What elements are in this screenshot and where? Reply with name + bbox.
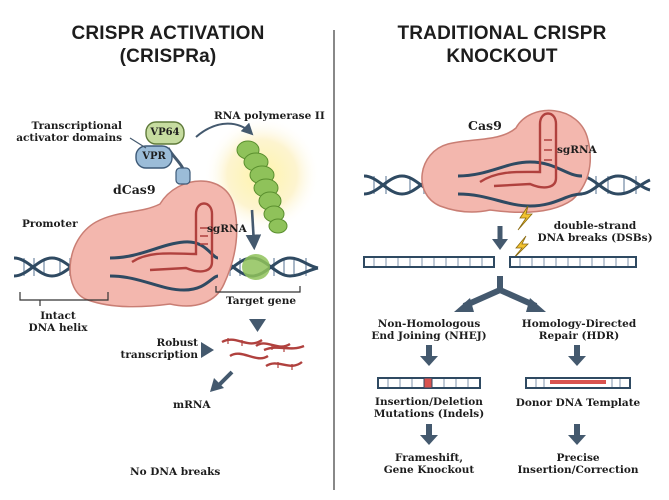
broken-dna [363, 256, 637, 268]
dsb-line2: DNA breaks (DSBs) [537, 232, 653, 244]
promoter-label: Promoter [22, 218, 78, 230]
ko-line1: Frameshift, [395, 452, 463, 464]
right-title-line2: KNOCKOUT [446, 46, 558, 67]
donor-dna [525, 377, 631, 389]
knockout-label: Frameshift, Gene Knockout [366, 452, 492, 476]
right-title-line1: TRADITIONAL CRISPR [397, 23, 607, 44]
precise-label: Precise Insertion/Correction [510, 452, 646, 476]
intact-dna-label: Intact DNA helix [22, 310, 94, 334]
left-sgrna-label: sgRNA [207, 223, 247, 235]
sgrna-hairpin-icon [479, 112, 558, 189]
activator-domains-label: Transcriptional activator domains [10, 120, 122, 144]
right-title: TRADITIONAL CRISPR KNOCKOUT [344, 22, 660, 68]
precise-line1: Precise [556, 452, 600, 464]
fork-arrow-icon [454, 276, 546, 312]
intact-line2: DNA helix [28, 322, 88, 334]
nhej-line1: Non-Homologous [377, 318, 481, 330]
left-title-line2: (CRISPRa) [119, 46, 217, 67]
dsb-line1: double-strand [553, 220, 637, 232]
rna-polymerase-icon [236, 140, 288, 234]
robust-line1: Robust [156, 337, 198, 349]
hdr-label: Homology-Directed Repair (HDR) [516, 318, 642, 342]
target-gene-label: Target gene [226, 295, 297, 307]
activator-label-line1: Transcriptional [31, 120, 122, 132]
precise-line2: Insertion/Correction [517, 464, 639, 476]
intact-line1: Intact [40, 310, 76, 322]
nhej-line2: End Joining (NHEJ) [371, 330, 487, 342]
mrna-strand-icon [221, 338, 305, 368]
lightning-break-icon [517, 205, 533, 231]
cas9-label: Cas9 [468, 118, 502, 133]
activator-label-line2: activator domains [16, 132, 122, 144]
vpr-label: VPR [142, 151, 166, 162]
indel-line2: Mutations (Indels) [373, 408, 485, 420]
nhej-label: Non-Homologous End Joining (NHEJ) [366, 318, 492, 342]
activator-linker [175, 167, 191, 185]
rna-polymerase-label: RNA polymerase II [214, 110, 325, 122]
indel-dna [377, 377, 481, 389]
dcas9-label: dCas9 [113, 182, 156, 197]
robust-line2: transcription [120, 349, 198, 361]
mrna-label: mRNA [173, 399, 211, 411]
right-sgrna-label: sgRNA [557, 144, 597, 156]
hdr-line2: Repair (HDR) [538, 330, 620, 342]
dsb-label: double-strand DNA breaks (DSBs) [536, 220, 654, 244]
no-dna-breaks-label: No DNA breaks [130, 466, 221, 478]
ko-line2: Gene Knockout [383, 464, 475, 476]
vp64-label: VP64 [150, 127, 180, 138]
down-arrow-icon [420, 345, 586, 445]
target-gene-highlight [242, 254, 270, 280]
robust-transcription-label: Robust transcription [108, 337, 198, 361]
indels-label: Insertion/Deletion Mutations (Indels) [366, 396, 492, 420]
donor-template-label: Donor DNA Template [515, 397, 641, 409]
vpr-domain [135, 145, 173, 169]
left-title-line1: CRISPR ACTIVATION [71, 23, 265, 44]
sgrna-hairpin-icon [131, 202, 214, 273]
hdr-line1: Homology-Directed [521, 318, 637, 330]
vp64-domain [145, 121, 185, 145]
left-title: CRISPR ACTIVATION (CRISPRa) [22, 22, 314, 68]
indel-line1: Insertion/Deletion [375, 396, 483, 408]
